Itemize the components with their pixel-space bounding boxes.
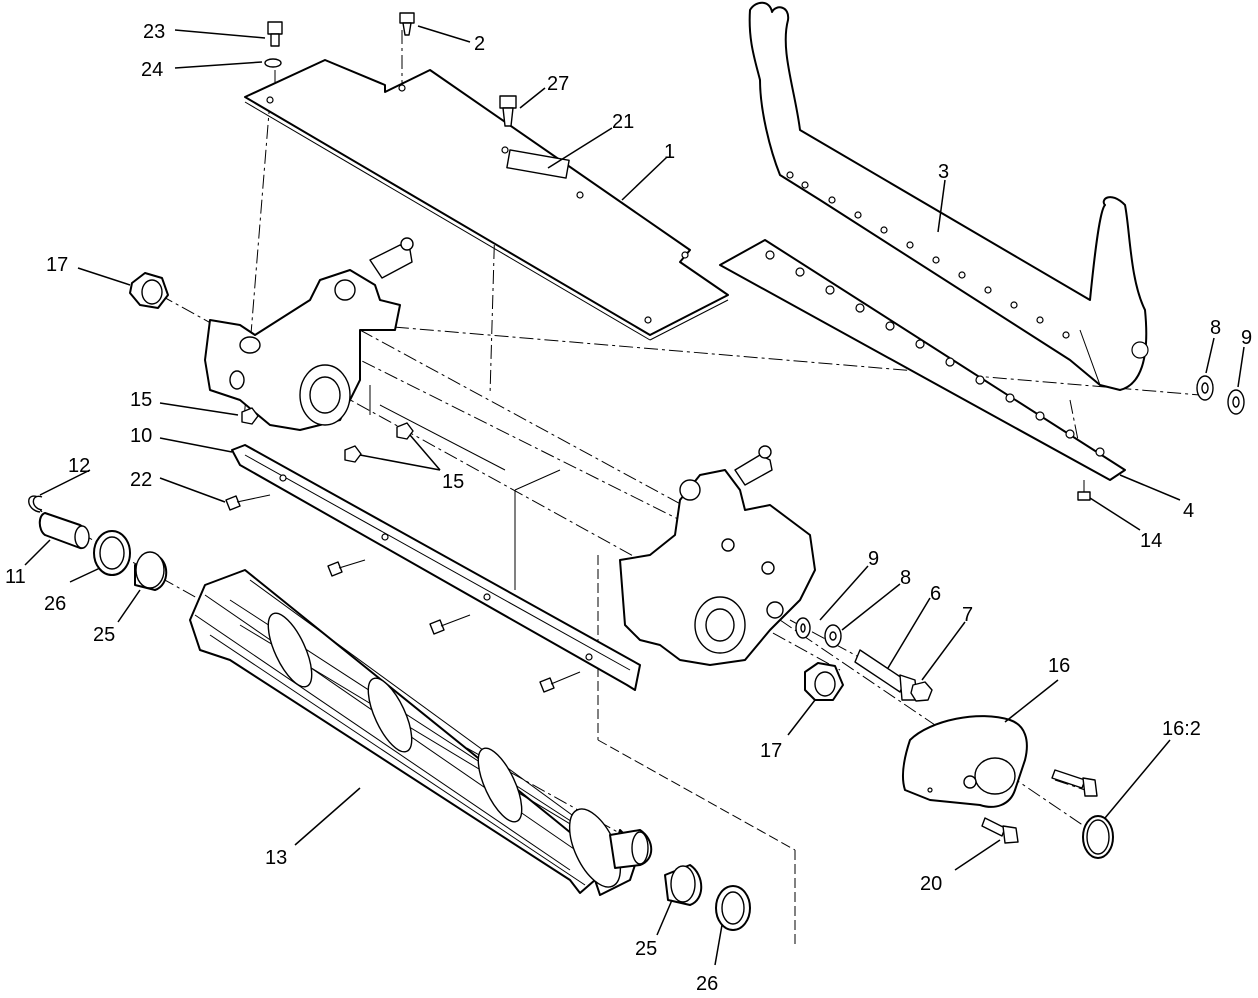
part-14-screw (1077, 480, 1091, 501)
part-10-bedknife (231, 444, 641, 691)
callout-17-left: 17 (46, 254, 68, 276)
part-17-bearing-nut-left (129, 272, 169, 309)
part-8-washer-mid (824, 624, 842, 648)
callout-11: 11 (5, 566, 26, 588)
part-6-shoulder-bolt (854, 649, 918, 701)
reference-lines (369, 385, 796, 945)
part-3-bracket (748, 1, 1149, 391)
part-26-seal-bottom (715, 885, 751, 931)
callout-9-top: 9 (1241, 327, 1252, 349)
callout-25-left: 25 (93, 624, 115, 646)
part-23-bolt (267, 21, 283, 47)
part-17-bearing-nut-right (804, 662, 844, 701)
callout-27: 27 (547, 73, 569, 95)
callout-17-right: 17 (760, 740, 782, 762)
part-15-nuts (241, 407, 414, 463)
part-26-seal-left (93, 530, 131, 576)
callout-8-mid: 8 (900, 567, 911, 589)
callout-6: 6 (930, 583, 941, 605)
part-9-washer-top (1227, 389, 1245, 415)
part-25-bearing-bottom (664, 864, 703, 906)
part-8-washer-top (1196, 375, 1214, 401)
callout-16-2: 16:2 (1162, 718, 1201, 740)
part-20-bolt (981, 817, 1019, 844)
callout-26-bottom: 26 (696, 973, 718, 995)
part-22-bolt (225, 494, 581, 693)
callout-26-left: 26 (44, 593, 66, 615)
callout-25-bottom: 25 (635, 938, 657, 960)
part-7-nut (910, 681, 933, 702)
callout-22: 22 (130, 469, 152, 491)
callout-leaders (24, 25, 1245, 966)
part-4-strip (719, 239, 1126, 481)
callout-15-mid: 15 (442, 471, 464, 493)
callout-1: 1 (664, 141, 675, 163)
callout-15-left: 15 (130, 389, 152, 411)
part-25-bearing-left (134, 551, 168, 591)
callout-23: 23 (143, 21, 165, 43)
callout-14: 14 (1140, 530, 1162, 552)
callout-12: 12 (68, 455, 90, 477)
callout-10: 10 (130, 425, 152, 447)
callout-20: 20 (920, 873, 942, 895)
callout-16: 16 (1048, 655, 1070, 677)
right-side-housing (619, 445, 816, 666)
callout-2: 2 (474, 33, 485, 55)
callout-labels: 23 24 2 27 21 1 3 17 8 9 15 10 12 22 15 … (5, 21, 1252, 995)
callout-8-top: 8 (1210, 317, 1221, 339)
callout-13: 13 (265, 847, 287, 869)
assembly-centerlines (29, 30, 1201, 851)
part-1-top-plate (244, 59, 729, 341)
callout-3: 3 (938, 161, 949, 183)
part-13-reel (189, 569, 653, 896)
callout-7: 7 (962, 604, 973, 626)
part-24-washer (264, 58, 282, 68)
callout-9-mid: 9 (868, 548, 879, 570)
part-11-bushing (38, 512, 90, 550)
callout-21: 21 (612, 111, 634, 133)
part-27-bolt (499, 95, 517, 127)
callout-4: 4 (1183, 500, 1194, 522)
part-16-cover (901, 715, 1028, 808)
part-12-snap-ring (28, 495, 43, 513)
part-9-washer-mid (795, 617, 811, 639)
callout-24: 24 (141, 59, 163, 81)
part-16-2-cap (1082, 815, 1114, 859)
part-16-bolt (1051, 769, 1098, 797)
left-side-housing (204, 237, 414, 431)
part-2-bolt (399, 12, 415, 36)
